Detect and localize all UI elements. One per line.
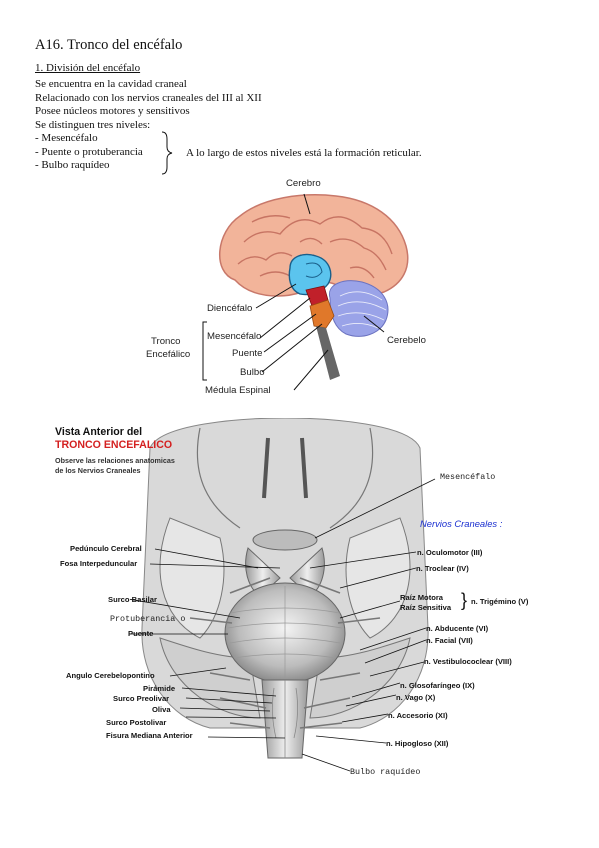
label-surco-preolivar: Surco Preolivar xyxy=(113,694,170,703)
label-n-accesorio: n. Accesorio (XI) xyxy=(388,711,448,720)
label-n-abducente: n. Abducente (VI) xyxy=(426,624,489,633)
label-n-vestibulococlear: n. Vestibulococlear (VIII) xyxy=(424,657,512,666)
pons-shape xyxy=(309,299,335,329)
brainstem-anterior-figure xyxy=(130,418,436,772)
text-line: Posee núcleos motores y sensitivos xyxy=(35,105,190,117)
section-heading: 1. División del encéfalo xyxy=(35,62,141,74)
label-tronco: Tronco xyxy=(151,336,181,347)
label-n-vago: n. Vago (X) xyxy=(396,693,436,702)
page-title: A16. Tronco del encéfalo xyxy=(35,37,183,53)
label-fosa-interpeduncular: Fosa Interpeduncular xyxy=(60,559,138,568)
figure-title-red: TRONCO ENCEFALICO xyxy=(55,439,173,451)
text-line: Se encuentra en la cavidad craneal xyxy=(35,78,187,90)
label-raiz-sensitiva: Raíz Sensitiva xyxy=(400,603,452,612)
label-mesencefalo: Mesencéfalo xyxy=(207,331,262,342)
text-line: Se distinguen tres niveles: xyxy=(35,118,151,131)
list-item: - Bulbo raquídeo xyxy=(35,159,110,171)
label-protuberancia: Protuberancia o xyxy=(110,614,186,624)
label-cerebelo: Cerebelo xyxy=(387,335,426,346)
label-raiz-motora: Raíz Motora xyxy=(400,593,444,602)
label-bulbo: Bulbo xyxy=(240,367,265,378)
label-surco-postolivar: Surco Postolivar xyxy=(106,718,167,727)
label-n-hipogloso: n. Hipogloso (XII) xyxy=(386,739,449,748)
label-nervios-craneales: Nervios Craneales : xyxy=(420,518,503,529)
label-angulo-cerebelopontino: Angulo Cerebelopontino xyxy=(66,671,155,680)
label-n-trigemino: n. Trigémino (V) xyxy=(471,597,529,606)
text-line: Relacionado con los nervios craneales de… xyxy=(35,91,262,104)
label-cerebro: Cerebro xyxy=(286,178,321,189)
figure-subtitle: Observe las relaciones anatomicas xyxy=(55,456,175,465)
label-piramide: Pirámide xyxy=(143,684,176,693)
label-n-glosofaringeo: n. Glosofaríngeo (IX) xyxy=(400,681,475,690)
label-diencefalo: Diencéfalo xyxy=(207,303,253,314)
label-bulbo-raquideo: Bulbo raquídeo xyxy=(350,767,421,777)
list-item: - Mesencéfalo xyxy=(35,132,98,144)
label-pedunculo-cerebral: Pedúnculo Cerebral xyxy=(70,544,142,553)
brace-note: A lo largo de estos niveles está la form… xyxy=(186,147,422,159)
label-n-oculomotor: n. Oculomotor (III) xyxy=(417,548,483,557)
label-surco-basilar: Surco Basilar xyxy=(108,595,157,604)
label-oliva: Oliva xyxy=(152,705,171,714)
label-n-troclear: n. Troclear (IV) xyxy=(416,564,469,573)
label-puente-2: Puente xyxy=(128,629,154,638)
medulla-shape xyxy=(316,326,340,380)
label-fisura-mediana: Fisura Mediana Anterior xyxy=(106,731,193,740)
brain-sagittal-figure xyxy=(202,193,409,391)
cerebellum-shape xyxy=(328,280,389,337)
label-n-facial: n. Facial (VII) xyxy=(426,636,473,645)
diencephalon-shape xyxy=(288,253,332,296)
brace-trigemino: } xyxy=(461,590,468,610)
label-mesencefalo-2: Mesencéfalo xyxy=(440,472,496,482)
figure-subtitle: de los Nervios Craneales xyxy=(55,466,141,475)
label-medula-espinal: Médula Espinal xyxy=(205,385,271,396)
list-item: - Puente o protuberancia xyxy=(35,145,143,158)
label-puente: Puente xyxy=(232,348,263,359)
figure-title: Vista Anterior del xyxy=(55,426,143,438)
curly-brace xyxy=(161,131,173,175)
label-encefalico: Encefálico xyxy=(146,349,191,360)
